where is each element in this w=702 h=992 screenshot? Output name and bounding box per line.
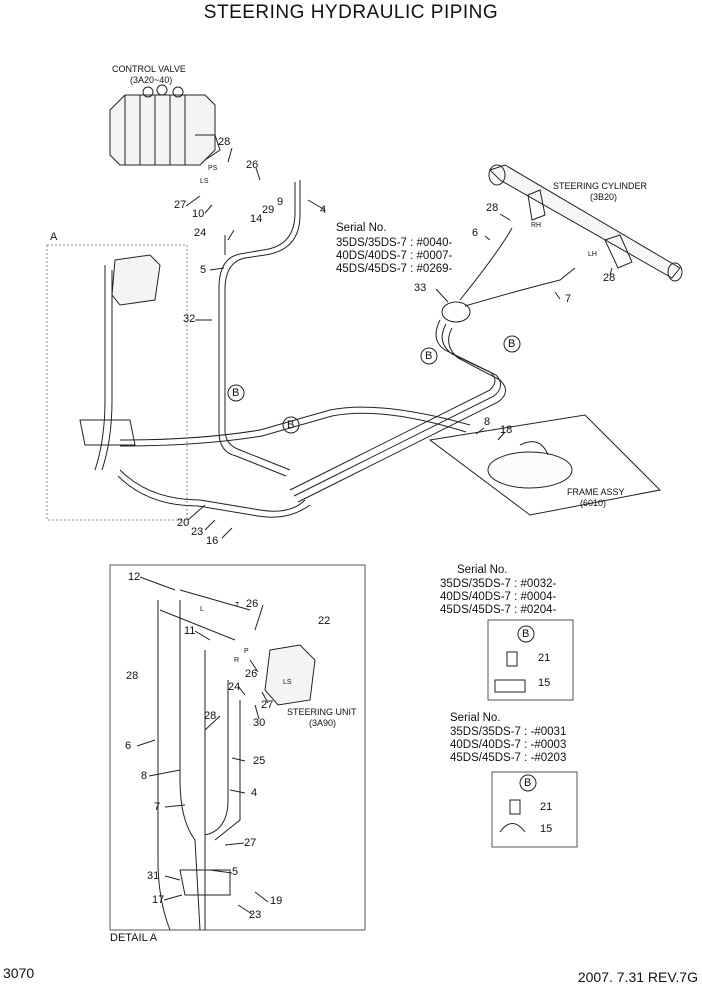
callout: 20	[177, 517, 190, 529]
callout: 25	[253, 755, 266, 767]
control-valve-drawing	[109, 84, 221, 166]
serial-box2-part-15: 15	[540, 823, 553, 835]
port-ls-steering-unit: LS	[283, 679, 292, 686]
control-valve-ref: (3A20~40)	[130, 75, 173, 85]
serial-main-line-3: 45DS/45DS-7 : #0269-	[336, 263, 453, 275]
port-r: R	[234, 657, 240, 664]
callout: 10	[192, 208, 205, 220]
callout: 28	[218, 136, 231, 148]
callout: 9	[277, 196, 284, 208]
callout: 23	[191, 526, 204, 538]
callout: 28	[126, 670, 139, 682]
serial-box1-part-21: 21	[538, 652, 551, 664]
serial-box1-heading: Serial No.	[457, 564, 508, 576]
port-l: L	[200, 606, 204, 613]
page-number: 3070	[3, 965, 35, 981]
callout: 26	[246, 159, 259, 171]
callout: 32	[183, 313, 196, 325]
callout: 27	[244, 837, 257, 849]
steering-cylinder-label: STEERING CYLINDER	[553, 181, 648, 191]
callout: 11	[184, 625, 196, 637]
serial-box1-part-15: 15	[538, 677, 551, 689]
port-lh: LH	[588, 251, 597, 258]
callout: 30	[253, 717, 266, 729]
port-ls: LS	[200, 178, 209, 185]
steering-unit-main-drawing	[79, 254, 161, 471]
callout: 6	[472, 227, 479, 239]
callout: 27	[261, 699, 274, 711]
serial-box2-heading: Serial No.	[450, 712, 501, 724]
main-hose-bundle	[117, 180, 576, 518]
callout: 22	[318, 615, 331, 627]
serial-box1-line-3: 45DS/45DS-7 : #0204-	[440, 604, 557, 616]
serial-main-heading: Serial No.	[336, 222, 387, 234]
callout: 33	[414, 282, 427, 294]
serial-box2-line-2: 40DS/40DS-7 : -#0003	[450, 739, 567, 751]
b-marker-2: B	[287, 419, 295, 431]
detail-a-marker: A	[50, 231, 58, 243]
serial-box1-line-1: 35DS/35DS-7 : #0032-	[440, 578, 557, 590]
callout: 29	[262, 204, 275, 216]
serial-box1-marker: B	[522, 628, 530, 640]
frame-assy-label: FRAME ASSY	[567, 487, 625, 497]
serial-box2-line-3: 45DS/45DS-7 : -#0203	[450, 752, 567, 764]
detail-a-label: DETAIL A	[110, 932, 158, 944]
callout: 4	[320, 204, 327, 216]
port-ps: PS	[208, 165, 218, 172]
callout: 31	[147, 870, 160, 882]
callout: 28	[204, 710, 217, 722]
revision-date: 2007. 7.31 REV.7G	[577, 969, 698, 985]
steering-cylinder-drawing	[488, 164, 683, 282]
detail-a-drawing	[157, 589, 316, 931]
callout: 12	[128, 571, 141, 583]
callout: 7	[154, 801, 161, 813]
callout: 28	[603, 272, 616, 284]
port-p: P	[244, 648, 249, 655]
callout: 18	[500, 424, 513, 436]
callout: 24	[194, 227, 207, 239]
serial-main-line-1: 35DS/35DS-7 : #0040-	[336, 237, 453, 249]
callout: 26	[246, 598, 259, 610]
frame-assy-drawing	[428, 414, 662, 516]
callout: 19	[270, 895, 283, 907]
b-marker-1: B	[232, 387, 240, 399]
steering-cylinder-ref: (3B20)	[590, 192, 618, 202]
callout: 24	[228, 681, 241, 693]
callout: 7	[565, 293, 572, 305]
serial-main-line-2: 40DS/40DS-7 : #0007-	[336, 250, 453, 262]
serial-box2-part-21: 21	[540, 801, 553, 813]
callout: 5	[232, 866, 239, 878]
steering-unit-ref: (3A90)	[309, 718, 337, 728]
callout: 17	[152, 894, 165, 906]
control-valve-label: CONTROL VALVE	[112, 64, 186, 74]
page-title: STEERING HYDRAULIC PIPING	[203, 2, 499, 23]
callout: 27	[174, 199, 187, 211]
callout: 14	[250, 213, 263, 225]
callout: 4	[251, 787, 258, 799]
b-marker-4: B	[508, 338, 516, 350]
callout: 8	[484, 416, 491, 428]
callout: 6	[125, 740, 132, 752]
b-marker-3: B	[425, 350, 433, 362]
callout: 16	[206, 535, 219, 547]
callout: 28	[486, 202, 499, 214]
port-t: T	[235, 602, 240, 609]
callout: 26	[245, 668, 258, 680]
callout: 23	[249, 909, 262, 921]
port-rh: RH	[531, 222, 542, 229]
serial-box1-line-2: 40DS/40DS-7 : #0004-	[440, 591, 557, 603]
serial-box2-marker: B	[524, 777, 532, 789]
callout: 5	[200, 264, 207, 276]
frame-assy-ref: (6010)	[580, 498, 607, 508]
serial-box2-line-1: 35DS/35DS-7 : -#0031	[450, 726, 567, 738]
steering-unit-label: STEERING UNIT	[287, 707, 357, 717]
callout: 8	[141, 770, 148, 782]
